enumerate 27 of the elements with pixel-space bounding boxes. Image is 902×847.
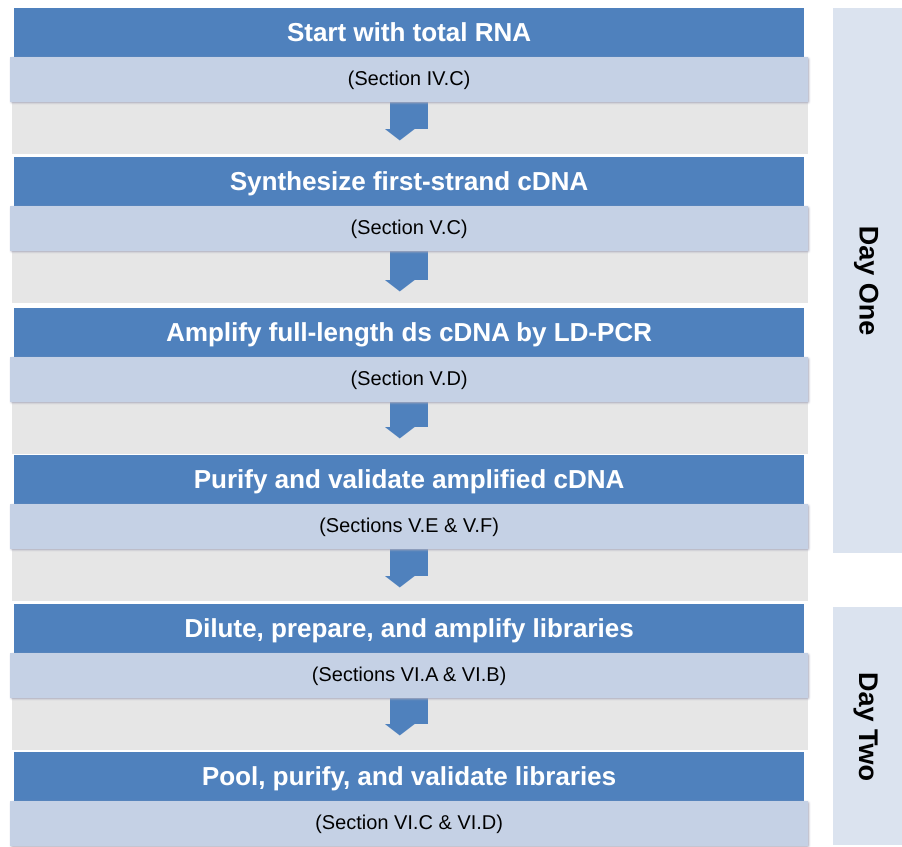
section-reference: (Sections V.E & V.F) [10,504,808,549]
down-arrow [384,549,428,588]
section-reference: (Section V.D) [10,357,808,402]
step-box [10,308,808,402]
step-box [10,604,808,698]
step-box [10,157,808,251]
down-arrow [384,251,428,292]
step-title: Pool, purify, and validate libraries [14,752,804,801]
step-title: Amplify full-length ds cDNA by LD-PCR [14,308,804,357]
day-label: Day Two [852,672,883,780]
down-arrow [384,402,428,439]
down-arrow [384,102,428,141]
section-reference: (Section V.C) [10,206,808,251]
step-title: Purify and validate amplified cDNA [14,455,804,504]
section-reference: (Sections VI.A & VI.B) [10,653,808,698]
section-reference: (Section IV.C) [10,57,808,102]
step-title: Start with total RNA [14,8,804,57]
day-band [833,8,902,553]
down-arrow [384,698,428,736]
day-band [833,607,902,845]
section-reference: (Section VI.C & VI.D) [10,801,808,846]
step-box [10,752,808,846]
step-title: Dilute, prepare, and amplify libraries [14,604,804,653]
day-label: Day One [852,226,883,336]
step-box [10,455,808,549]
step-box [10,8,808,102]
step-title: Synthesize first-strand cDNA [14,157,804,206]
